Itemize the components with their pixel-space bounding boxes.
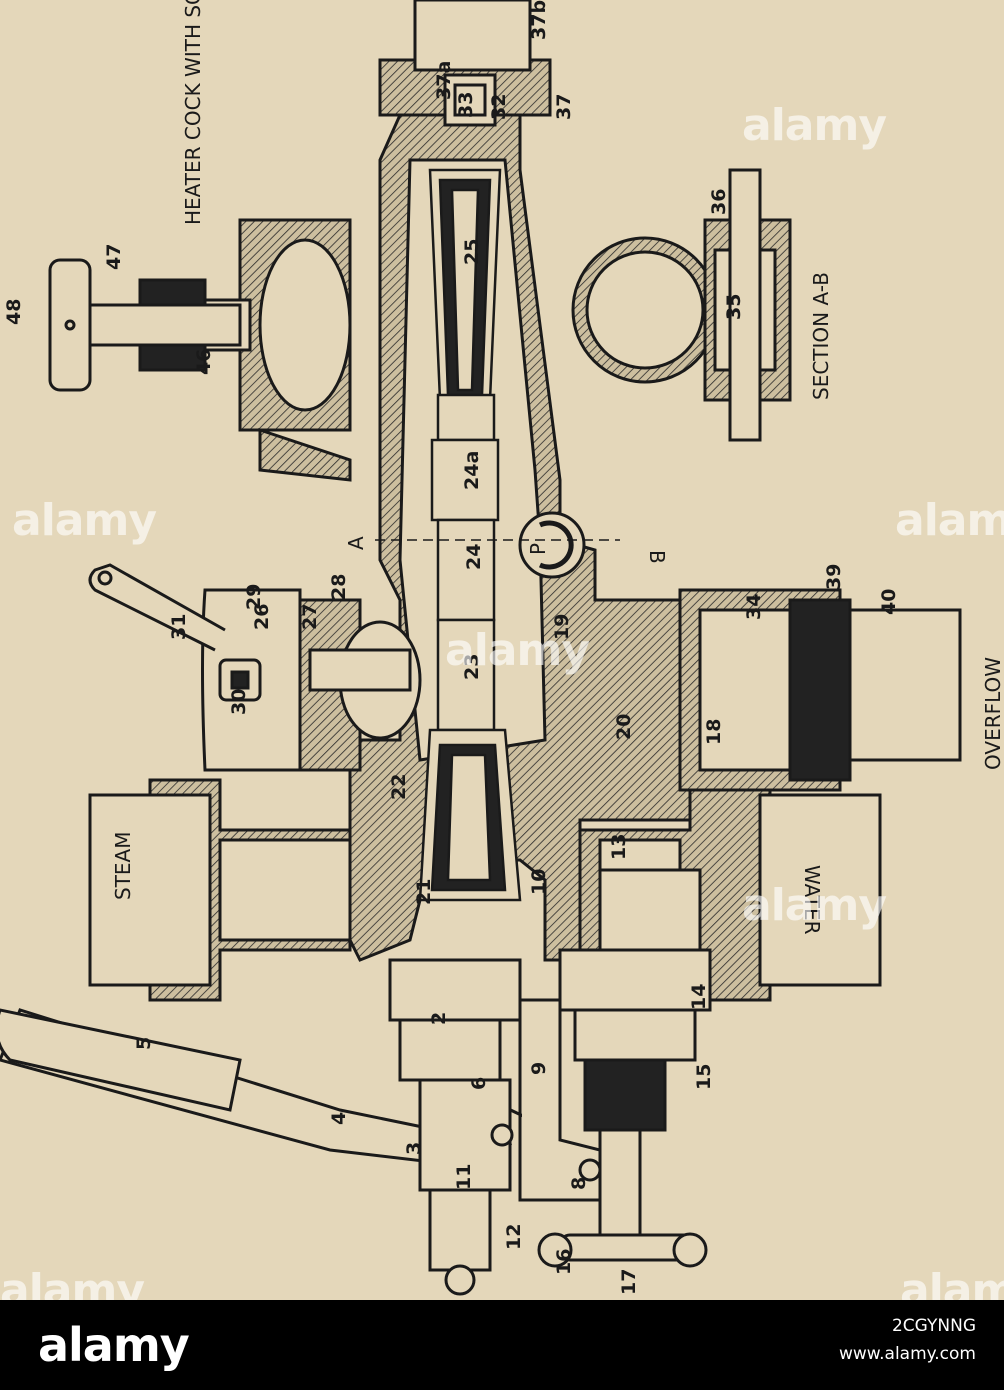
part-number-36: 36	[708, 189, 730, 215]
part-number-31: 31	[168, 614, 190, 640]
part-number-37: 37	[553, 94, 575, 120]
watermark: alamy	[900, 1265, 1004, 1300]
watermark: alamy	[895, 495, 1004, 546]
part-number-34: 34	[743, 594, 765, 620]
part-number-7: 7	[505, 1107, 527, 1120]
part-number-20: 20	[613, 714, 635, 740]
injector-body	[348, 58, 702, 962]
heater-cock	[48, 218, 352, 482]
part-number-2: 2	[428, 1012, 450, 1025]
overflow-label: OVERFLOW	[981, 657, 1004, 770]
combining-tube	[418, 168, 522, 902]
part-number-27: 27	[299, 604, 321, 630]
footer-bar: alamy 2CGYNNG www.alamy.com	[0, 1300, 1004, 1390]
part-number-18: 18	[703, 719, 725, 745]
part-number-8: 8	[568, 1177, 590, 1190]
footer-site: www.alamy.com	[838, 1344, 976, 1364]
part-number-47: 47	[103, 244, 125, 270]
part-number-29: 29	[243, 584, 265, 610]
injector-diagram: HEATER COCK WITH SCREW MOTION SECTION A-…	[0, 0, 1004, 1296]
part-number-28: 28	[328, 574, 350, 600]
part-number-10: 10	[528, 869, 550, 895]
point-a-label: A	[344, 536, 368, 550]
watermark: alamy	[0, 1265, 145, 1300]
diagram-plate: HEATER COCK WITH SCREW MOTION SECTION A-…	[0, 0, 1004, 1300]
part-number-46: 46	[193, 349, 215, 375]
watermark: alamy	[12, 495, 157, 546]
part-number-32: 32	[488, 94, 510, 120]
part-number-3: 3	[403, 1142, 425, 1155]
part-number-33: 33	[455, 92, 477, 118]
part-number-23: 23	[461, 654, 483, 680]
part-number-26: 26	[251, 604, 273, 630]
title-label: HEATER COCK WITH SCREW MOTION	[181, 0, 205, 225]
watermark: alamy	[742, 100, 887, 151]
part-number-22: 22	[388, 774, 410, 800]
watermark: alamy	[742, 880, 887, 931]
steam-branch	[88, 778, 352, 1002]
part-number-11: 11	[453, 1164, 475, 1190]
top-union	[378, 0, 552, 127]
water-valve-spindle	[537, 868, 712, 1268]
valve-bonnet	[88, 563, 422, 772]
part-number-16: 16	[553, 1249, 575, 1275]
diagram-labels: HEATER COCK WITH SCREW MOTION SECTION A-…	[111, 0, 1004, 935]
part-number-9: 9	[528, 1062, 550, 1075]
part-number-24a: 24a	[461, 451, 483, 490]
part-number-6: 6	[468, 1077, 490, 1090]
part-number-17: 17	[618, 1269, 640, 1295]
part-number-19: 19	[551, 614, 573, 640]
part-number-14: 14	[688, 984, 710, 1010]
section-title-label: SECTION A-B	[809, 272, 833, 400]
overflow-branch	[678, 588, 962, 792]
watermark: alamy	[445, 625, 590, 676]
part-number-30: 30	[228, 689, 250, 715]
point-p-label: P	[526, 543, 550, 555]
part-number-35: 35	[723, 294, 745, 320]
footer-brand: alamy	[38, 1318, 190, 1372]
part-number-5: 5	[133, 1037, 155, 1050]
part-number-12: 12	[503, 1224, 525, 1250]
part-number-25: 25	[461, 239, 483, 265]
water-label: WATER	[800, 865, 824, 935]
part-number-24: 24	[463, 544, 485, 570]
part-number-labels: 2345678910111213141516171819202122232424…	[3, 0, 900, 1295]
steam-label: STEAM	[111, 832, 135, 901]
part-number-15: 15	[693, 1064, 715, 1090]
section-a-b	[518, 168, 792, 579]
part-number-37b: 37b	[528, 0, 550, 40]
part-number-39: 39	[823, 564, 845, 590]
part-number-13: 13	[608, 834, 630, 860]
part-number-37a: 37a	[433, 61, 455, 100]
point-b-label: B	[645, 550, 669, 564]
part-number-40: 40	[878, 589, 900, 615]
footer-image-id: 2CGYNNG	[891, 1316, 976, 1336]
part-number-48: 48	[3, 299, 25, 325]
part-number-21: 21	[413, 879, 435, 905]
part-number-4: 4	[328, 1112, 350, 1125]
